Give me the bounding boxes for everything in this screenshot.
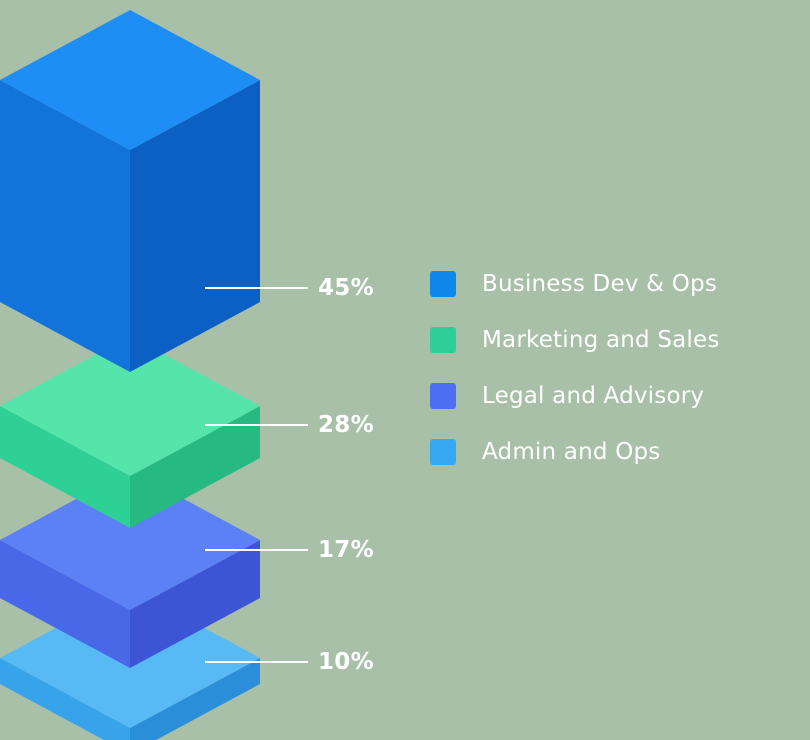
- segment-top-face: [0, 336, 260, 476]
- segment-left-face: [0, 80, 130, 372]
- segment-left-face: [0, 658, 130, 740]
- segment-top-face: [0, 10, 260, 150]
- segment-right-face: [130, 406, 260, 528]
- legend-swatch: [430, 439, 456, 465]
- legend-swatch: [430, 327, 456, 353]
- bar-segment-1: [0, 336, 260, 528]
- segment-right-face: [130, 658, 260, 740]
- percent-label: 17%: [318, 537, 374, 563]
- legend-label: Admin and Ops: [482, 439, 661, 465]
- legend-label: Marketing and Sales: [482, 327, 720, 353]
- legend-label: Business Dev & Ops: [482, 271, 718, 297]
- segment-right-face: [130, 80, 260, 372]
- segment-left-face: [0, 540, 130, 668]
- bar-segment-0: [0, 10, 260, 372]
- segment-top-face: [0, 470, 260, 610]
- legend-swatch: [430, 271, 456, 297]
- legend-label: Legal and Advisory: [482, 383, 705, 409]
- legend-item: Legal and Advisory: [430, 383, 720, 409]
- legend-item: Marketing and Sales: [430, 327, 720, 353]
- percent-label: 45%: [318, 275, 374, 301]
- legend-item: Business Dev & Ops: [430, 271, 720, 297]
- percent-label: 28%: [318, 412, 374, 438]
- segment-right-face: [130, 540, 260, 668]
- percent-label: 10%: [318, 649, 374, 675]
- segment-left-face: [0, 406, 130, 528]
- legend-swatch: [430, 383, 456, 409]
- chart-legend: Business Dev & Ops Marketing and Sales L…: [430, 271, 720, 495]
- bar-segment-2: [0, 470, 260, 668]
- legend-item: Admin and Ops: [430, 439, 720, 465]
